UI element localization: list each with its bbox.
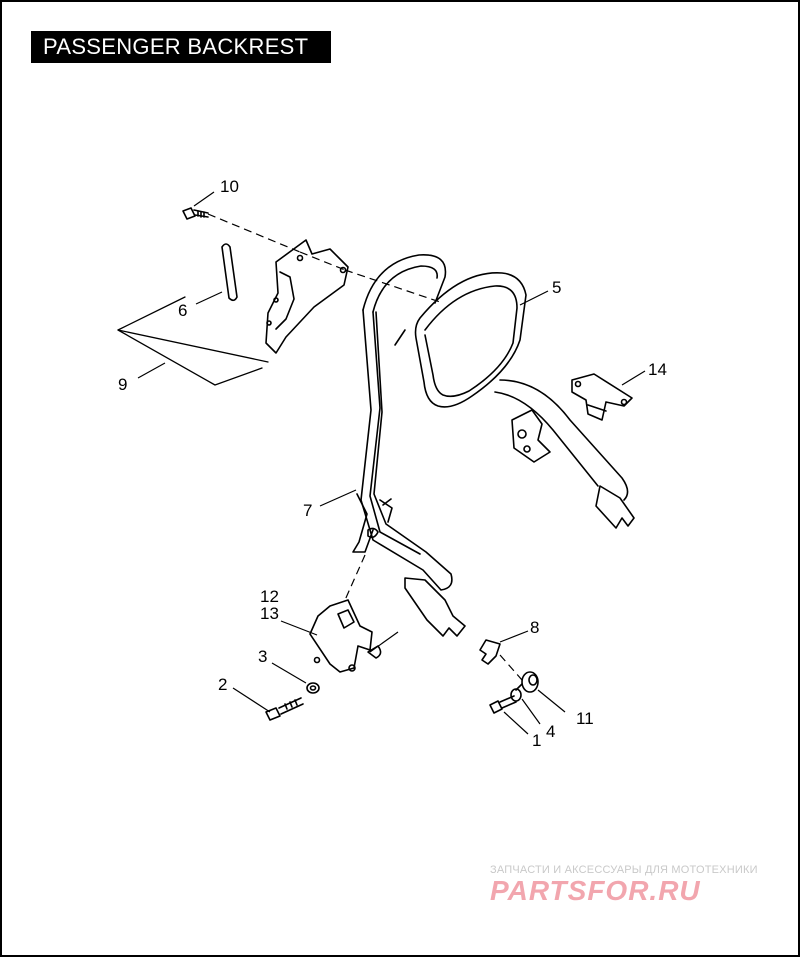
part-bracket-14 [571,373,633,421]
page-title: PASSENGER BACKREST [31,31,331,63]
part-pin-12 [367,527,379,539]
watermark-tagline: ЗАПЧАСТИ И АКСЕССУАРЫ ДЛЯ МОТОТЕХНИКИ [490,864,758,876]
part-bushing-11 [515,671,539,693]
callout-5: 5 [552,278,561,297]
callout-3: 3 [258,647,267,666]
callout-1: 1 [532,731,541,750]
callout-9: 9 [118,375,127,394]
callout-6: 6 [178,301,187,320]
watermark-logo: PARTSFOR.RU [490,875,701,906]
callout-10: 10 [220,177,239,196]
part-backrest-frame-7 [352,254,635,637]
bracket-9 [117,296,269,386]
part-washer-3 [306,682,320,694]
callout-13: 13 [260,604,279,623]
part-latch-bracket-13 [309,599,382,673]
callout-11: 11 [576,709,594,728]
callout-8: 8 [530,618,539,637]
callout-12: 12 [260,587,279,606]
part-strip-6 [221,243,238,302]
part-washer-4 [510,688,522,702]
callout-2: 2 [218,675,227,694]
callout-14: 14 [648,360,667,379]
callout-7: 7 [303,501,312,520]
part-screw-10 [182,207,209,220]
part-clip-8 [479,639,501,665]
part-side-plate-9 [265,239,349,354]
part-backrest-pad-5 [414,272,527,408]
callout-4: 4 [546,722,555,741]
part-bolt-2 [265,697,304,721]
